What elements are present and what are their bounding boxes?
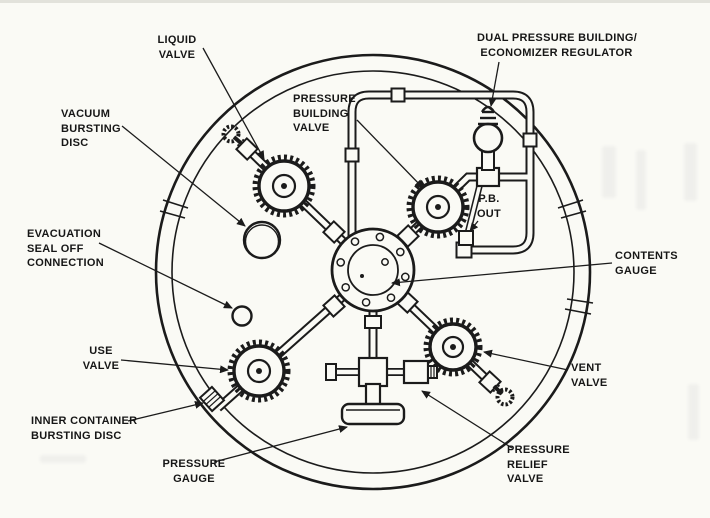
contents-gauge-hub [330, 227, 416, 313]
leader-pb-valve [356, 119, 424, 189]
leader-pressure-gauge [213, 425, 348, 463]
tank-outline [154, 53, 594, 491]
leader-vacuum-disc [121, 125, 246, 227]
hub-bolt-holes [336, 232, 410, 307]
label-vacuum-bursting-disc: VACUUM BURSTING DISC [61, 108, 121, 150]
label-liquid-valve: LIQUID VALVE [157, 34, 197, 61]
leader-regulator [488, 61, 500, 107]
leader-inner-disc [127, 400, 204, 422]
scan-artifact [40, 455, 86, 463]
scan-artifact [602, 146, 616, 198]
label-contents-gauge: CONTENTS GAUGE [615, 250, 678, 277]
label-use-valve: USE VALVE [82, 345, 120, 372]
label-pb-out: P.B. OUT [476, 193, 502, 220]
leader-relief-valve [421, 390, 513, 449]
label-pressure-building-valve: PRESSURE BUILDING VALVE [293, 93, 356, 135]
label-pressure-relief-valve: PRESSURE RELIEF VALVE [507, 444, 570, 486]
pressure-gauge [340, 402, 406, 426]
scan-artifact [636, 150, 646, 210]
inner-container-bursting-disc [198, 385, 226, 413]
pressure-gauge-assembly [325, 356, 438, 426]
fill-plug-fittings [221, 124, 515, 407]
leader-pb-out [469, 220, 479, 232]
label-evacuation-seal-off-connection: EVACUATION SEAL OFF CONNECTION [27, 228, 104, 270]
pressure-relief-valve [402, 359, 438, 385]
pressure-building-valve-handwheel [406, 175, 470, 239]
liquid-valve-handwheel [252, 154, 316, 218]
evacuation-seal-off-connection [231, 305, 253, 327]
label-pressure-gauge: PRESSURE GAUGE [162, 458, 226, 485]
economizer-regulator [472, 105, 504, 188]
leader-evacuation [98, 242, 233, 309]
leader-vent-valve [483, 349, 569, 371]
label-vent-valve: VENT VALVE [571, 362, 608, 389]
vent-valve-handwheel [423, 317, 483, 377]
leader-use-valve [120, 359, 229, 374]
leader-liquid-valve [202, 47, 265, 160]
use-valve-handwheel [227, 339, 291, 403]
scan-artifact [688, 384, 699, 440]
vacuum-bursting-disc [242, 220, 282, 260]
shell-notches [159, 199, 594, 315]
scan-artifact-top-edge [0, 0, 710, 3]
label-inner-container-bursting-disc: INNER CONTAINER BURSTING DISC [31, 415, 138, 442]
leader-contents-gauge [391, 262, 613, 287]
label-dual-pressure-regulator: DUAL PRESSURE BUILDING/ ECONOMIZER REGUL… [477, 32, 638, 59]
scan-artifact [684, 143, 697, 201]
leader-lines [98, 47, 613, 463]
